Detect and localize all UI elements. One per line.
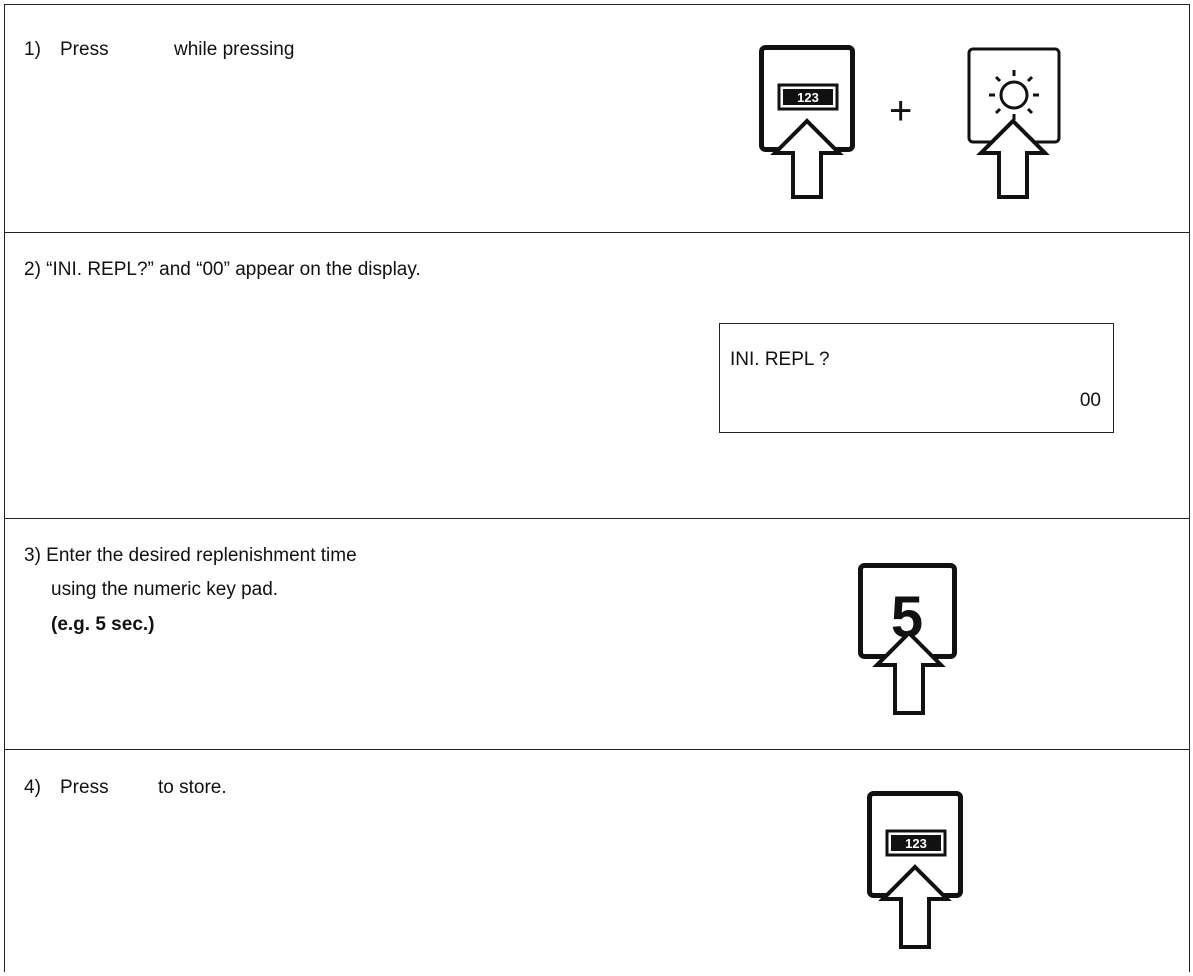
lcd-display: INI. REPL ? 00: [719, 323, 1114, 433]
row-divider-3: [4, 749, 1190, 750]
step-4-press-word: Press: [60, 777, 109, 798]
light-key-icon: [967, 47, 1061, 199]
instruction-table-frame: [4, 4, 1190, 972]
counter-key-label: 123: [797, 90, 819, 105]
counter-key-store-icon: 123: [867, 791, 963, 949]
row-divider-1: [4, 232, 1190, 233]
step-1-number: 1): [24, 39, 41, 60]
counter-key-icon: 123: [759, 45, 855, 199]
row-divider-2: [4, 518, 1190, 519]
step-4-number: 4): [24, 777, 41, 798]
display-line-1: INI. REPL ?: [730, 349, 830, 370]
display-line-2: 00: [1079, 390, 1101, 411]
numeric-key-5-icon: 5: [858, 563, 957, 715]
step-2-text: 2) “INI. REPL?” and “00” appear on the d…: [24, 259, 421, 280]
step-3-example: (e.g. 5 sec.): [51, 614, 155, 635]
step-1-press-word: Press: [60, 39, 109, 60]
step-4-text: to store.: [158, 777, 227, 798]
step-1-text: while pressing: [174, 39, 295, 60]
plus-sign: +: [889, 89, 913, 133]
step-3-line-2: using the numeric key pad.: [51, 579, 279, 600]
step-3-line-1: 3) Enter the desired replenishment time: [24, 545, 357, 566]
sun-icon: [999, 80, 1029, 110]
counter-key-store-label: 123: [905, 836, 927, 851]
